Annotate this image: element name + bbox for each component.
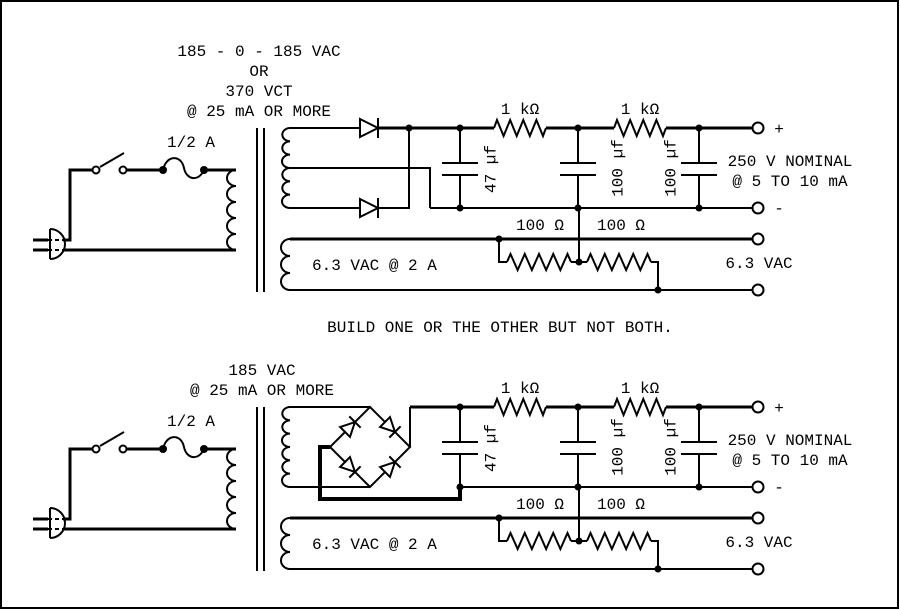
- filter-resistor-1-icon: [493, 398, 547, 416]
- junction-dots: [405, 124, 703, 212]
- heater-winding-label: 6.3 VAC @ 2 A: [312, 257, 437, 275]
- filter-resistor-1-icon: [493, 119, 547, 137]
- heater-output-label: 6.3 VAC: [725, 534, 792, 552]
- bridge-diamond: [328, 405, 412, 489]
- heater-output-label: 6.3 VAC: [725, 255, 792, 273]
- filter-capacitor-2-icon: [559, 406, 597, 488]
- bridge-minus-wrap-wire: [318, 445, 462, 501]
- primary-winding-icon: [226, 448, 237, 530]
- hv-rating-line-3: 370 VCT: [225, 83, 292, 101]
- heater-terminal-2: [751, 562, 765, 576]
- top-circuit: 185 - 0 - 185 VAC OR 370 VCT @ 25 mA OR …: [33, 43, 853, 297]
- hv-secondary-winding-icon: [281, 406, 291, 488]
- fuse-icon: [159, 157, 208, 179]
- b-minus-terminal: [751, 201, 765, 215]
- transformer-core: [256, 407, 265, 571]
- hv-rating-line-1: 185 VAC: [228, 362, 295, 380]
- b-plus-terminal: [751, 121, 765, 135]
- minus-label: -: [774, 479, 784, 497]
- heater-terminal-1: [751, 232, 765, 246]
- fuse-rating-label: 1/2 A: [167, 413, 215, 431]
- c1-label: 47 µf: [483, 424, 501, 472]
- fuse-rating-label: 1/2 A: [167, 134, 215, 152]
- hv-rating-line-2: OR: [249, 63, 269, 81]
- hv-rating-line-4: @ 25 mA OR MORE: [187, 103, 331, 121]
- b-plus-terminal: [751, 400, 765, 414]
- r2-label: 1 kΩ: [621, 380, 660, 398]
- wire-diode-join: [378, 128, 410, 209]
- plus-label: +: [774, 400, 784, 418]
- filter-capacitor-3-icon: [680, 406, 718, 488]
- c3-label: 100 µf: [663, 139, 681, 197]
- heater-winding-icon: [280, 238, 291, 291]
- r1-label: 1 kΩ: [501, 101, 540, 119]
- ac-plug-icon: [33, 228, 66, 260]
- output-rating-line-1: 250 V NOMINAL: [728, 153, 853, 171]
- transformer-core: [256, 128, 265, 292]
- hum-r2-label: 100 Ω: [597, 217, 645, 235]
- filter-capacitor-1-icon: [441, 127, 479, 209]
- hum-r1-label: 100 Ω: [516, 217, 564, 235]
- hum-balance-resistor-1-icon: [506, 253, 572, 271]
- power-switch-icon: [91, 431, 128, 454]
- transformer-icon: [226, 406, 291, 571]
- plus-label: +: [774, 121, 784, 139]
- rectifier-diode-top-icon: [359, 117, 379, 139]
- hv-leads: [290, 406, 370, 488]
- hv-rating-line-2: @ 25 mA OR MORE: [190, 382, 334, 400]
- filter-resistor-2-icon: [613, 398, 667, 416]
- c3-label: 100 µf: [663, 418, 681, 476]
- r1-label: 1 kΩ: [501, 380, 540, 398]
- transformer-icon: [226, 127, 291, 292]
- hum-balance-resistor-2-icon: [586, 532, 652, 550]
- caption: BUILD ONE OR THE OTHER BUT NOT BOTH.: [327, 319, 673, 337]
- c1-label: 47 µf: [483, 145, 501, 193]
- filter-resistor-2-icon: [613, 119, 667, 137]
- rectifier-diode-bottom-icon: [359, 197, 379, 219]
- hv-rating-line-1: 185 - 0 - 185 VAC: [177, 43, 340, 61]
- filter-capacitor-1-icon: [441, 406, 479, 488]
- mains-wire-hot: [63, 447, 92, 521]
- filter-capacitor-2-icon: [559, 127, 597, 209]
- fuse-icon: [159, 436, 208, 458]
- hv-secondary-winding-icon: [281, 127, 291, 209]
- output-rating-line-1: 250 V NOMINAL: [728, 432, 853, 450]
- heater-winding-icon: [280, 517, 291, 570]
- heater-winding-label: 6.3 VAC @ 2 A: [312, 536, 437, 554]
- hum-balance-resistor-2-icon: [586, 253, 652, 271]
- power-switch-icon: [91, 152, 128, 175]
- output-rating-line-2: @ 5 TO 10 mA: [732, 452, 848, 470]
- b-minus-terminal: [751, 480, 765, 494]
- minus-label: -: [774, 200, 784, 218]
- c2-label: 100 µf: [610, 139, 628, 197]
- bottom-circuit: 185 VAC @ 25 mA OR MORE 1/2 A: [33, 362, 853, 576]
- r2-label: 1 kΩ: [621, 101, 660, 119]
- heater-terminal-1: [751, 511, 765, 525]
- hum-balance-resistor-1-icon: [506, 532, 572, 550]
- filter-capacitor-3-icon: [680, 127, 718, 209]
- heater-terminal-2: [751, 283, 765, 297]
- c2-label: 100 µf: [610, 418, 628, 476]
- hum-r1-label: 100 Ω: [516, 496, 564, 514]
- output-rating-line-2: @ 5 TO 10 mA: [732, 173, 848, 191]
- primary-winding-icon: [226, 169, 237, 251]
- hum-r2-label: 100 Ω: [597, 496, 645, 514]
- center-tap-wire: [290, 167, 431, 208]
- ac-plug-icon: [33, 507, 66, 539]
- bridge-rectifier-icon: [290, 405, 462, 501]
- mains-wire-hot: [63, 168, 92, 242]
